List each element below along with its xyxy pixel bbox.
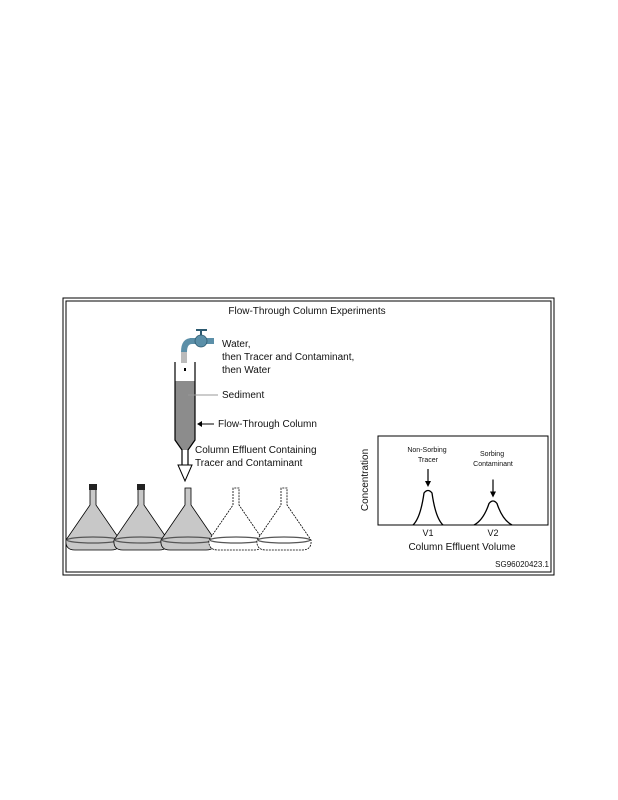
y-axis-label: Concentration [360,449,371,511]
flask-icon [113,484,169,551]
annotation-tracer: Non-Sorbing Tracer [407,447,448,464]
outer-frame [62,297,555,576]
faucet-label: Water, then Tracer and Contaminant, then… [222,339,357,376]
chart-plot-area [377,435,549,526]
figure-id: SG96020423.1 [495,560,549,569]
flask-icon [256,487,312,551]
flask-icon [65,484,121,551]
flask-row [65,484,312,551]
peak-contaminant [473,500,513,526]
arrowhead-icon [425,481,431,487]
x-axis-label: Column Effluent Volume [408,542,516,553]
annotation-contaminant: Sorbing Contaminant [473,451,513,468]
flask-icon [208,487,264,551]
arrowhead-icon [490,491,496,498]
column-label: Flow-Through Column [218,419,317,430]
flow-through-column [174,362,196,483]
elution-chart: Concentration Column Effluent Volume V1 … [360,435,549,553]
inner-frame [65,300,552,573]
figure-title: Flow-Through Column Experiments [228,306,385,317]
flask-icon [160,487,216,551]
faucet-icon [181,329,214,363]
peak-tracer [412,489,444,526]
x-tick-v2: V2 [487,528,498,538]
sediment-label: Sediment [222,390,264,401]
x-tick-v1: V1 [422,528,433,538]
effluent-label: Column Effluent Containing Tracer and Co… [195,445,319,469]
